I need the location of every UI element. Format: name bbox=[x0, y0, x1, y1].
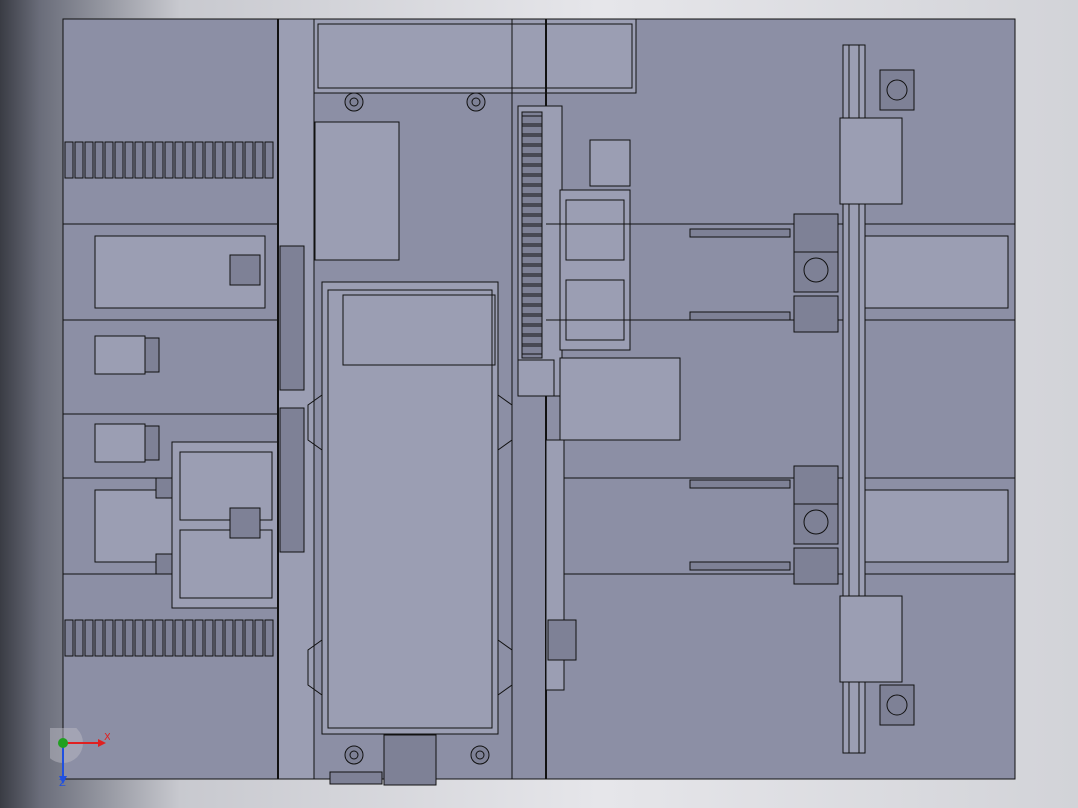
roller-top-right bbox=[466, 92, 486, 112]
motor-right-upper bbox=[793, 213, 839, 333]
axis-triad: X Z bbox=[50, 728, 110, 788]
clamp-top-right bbox=[839, 69, 915, 205]
cylinder-left-lower bbox=[94, 423, 160, 463]
clamp-bottom-right bbox=[839, 595, 915, 726]
control-box bbox=[314, 121, 400, 261]
x-axis-label: X bbox=[104, 732, 110, 743]
left-slide-block bbox=[155, 254, 279, 609]
vertical-column-left bbox=[277, 18, 315, 780]
roller-bottom-right bbox=[470, 745, 490, 765]
roller-top-left bbox=[344, 92, 364, 112]
cable-chain-vertical bbox=[521, 115, 543, 355]
upper-slider-block bbox=[559, 139, 631, 351]
z-axis-label: Z bbox=[59, 778, 66, 788]
top-cover-plate bbox=[313, 18, 637, 94]
right-guide-rails bbox=[546, 223, 1015, 575]
roller-bottom-left bbox=[344, 745, 364, 765]
main-carriage bbox=[307, 281, 513, 735]
motor-right-lower bbox=[793, 465, 839, 585]
motor-bottom bbox=[329, 734, 437, 786]
cable-chain-bottom-left bbox=[64, 619, 274, 657]
gear-box bbox=[559, 357, 681, 441]
cylinder-left-upper bbox=[94, 335, 160, 375]
cable-chain-top-left bbox=[64, 141, 274, 179]
center-lower-chain bbox=[547, 619, 577, 661]
